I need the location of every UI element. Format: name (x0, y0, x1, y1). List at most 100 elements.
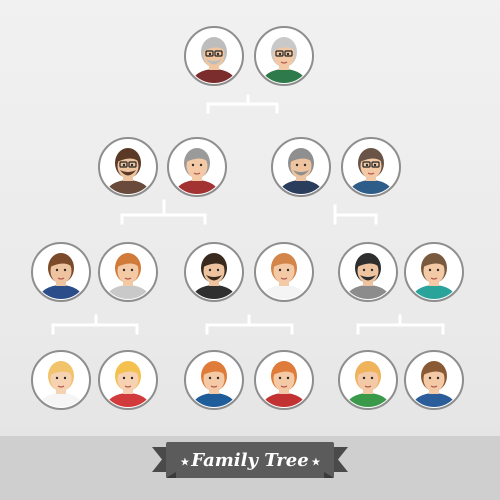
face (360, 153, 382, 179)
eye (216, 268, 220, 272)
connector-line (51, 314, 139, 335)
avatar-son-2 (184, 242, 244, 302)
portrait (262, 253, 306, 299)
eye (286, 376, 290, 380)
portrait (346, 361, 390, 407)
eye (286, 52, 290, 56)
shirt (412, 285, 456, 299)
shirt (279, 180, 323, 194)
eye (428, 268, 432, 272)
face (50, 258, 72, 284)
portrait (412, 361, 456, 407)
shirt (262, 393, 306, 407)
title-ribbon: ★ ★ Family Tree (152, 442, 348, 478)
hair-top (203, 254, 225, 267)
shirt (192, 393, 236, 407)
mouth (367, 172, 375, 175)
avatar-father (98, 137, 158, 197)
star-icon: ★ (180, 456, 190, 469)
eye (436, 376, 440, 380)
portrait (349, 148, 393, 194)
portrait (192, 253, 236, 299)
glasses-icon (275, 50, 284, 57)
hair-top (423, 254, 445, 267)
face (273, 42, 295, 68)
shirt (175, 180, 219, 194)
face (117, 366, 139, 392)
portrait (39, 253, 83, 299)
shirt (262, 285, 306, 299)
face (273, 366, 295, 392)
beard (206, 59, 222, 65)
glasses-icon (119, 161, 128, 168)
beard (120, 170, 136, 176)
beard (206, 275, 222, 281)
eye (199, 163, 203, 167)
eye (208, 52, 212, 56)
connector-lines (51, 94, 445, 335)
mouth (280, 385, 288, 388)
hair-top (357, 254, 379, 267)
ribbon-fold-left (166, 472, 176, 478)
connector-line (356, 314, 445, 335)
shirt (106, 180, 150, 194)
hair-top (273, 362, 295, 375)
eye (122, 376, 126, 380)
portrait (106, 361, 150, 407)
hair-top (357, 362, 379, 375)
eye (191, 163, 195, 167)
star-icon: ★ (311, 456, 321, 469)
avatar-grandmother (254, 26, 314, 86)
hair-top (203, 38, 225, 51)
hair-top (50, 254, 72, 267)
shirt (39, 285, 83, 299)
hair-top (273, 38, 295, 51)
hair-top (203, 362, 225, 375)
portrait (106, 148, 150, 194)
ribbon-title: Family Tree (190, 450, 308, 471)
avatar-teen-girl (184, 350, 244, 410)
hair-top (117, 149, 139, 162)
eye (370, 376, 374, 380)
eye (278, 52, 282, 56)
avatar-daughter-in-law-1 (98, 242, 158, 302)
eye (303, 163, 307, 167)
portrait (175, 148, 219, 194)
portrait (192, 361, 236, 407)
eye (216, 52, 220, 56)
avatar-daughter-in-law-3 (404, 242, 464, 302)
face (117, 258, 139, 284)
face (357, 366, 379, 392)
ribbon-fold-right (324, 472, 334, 478)
eye (130, 268, 134, 272)
hair-top (50, 362, 72, 375)
avatar-grandfather (184, 26, 244, 86)
mouth (124, 385, 132, 388)
mouth (210, 385, 218, 388)
eye (373, 163, 377, 167)
shirt (412, 393, 456, 407)
hair-top (290, 149, 312, 162)
hair-top (273, 254, 295, 267)
mouth (430, 385, 438, 388)
hair-top (423, 362, 445, 375)
shirt (192, 285, 236, 299)
avatar-girl (98, 350, 158, 410)
mouth (280, 61, 288, 64)
shirt (39, 393, 83, 407)
eye (428, 376, 432, 380)
mouth (364, 385, 372, 388)
mouth (430, 277, 438, 280)
eye (286, 268, 290, 272)
face (273, 258, 295, 284)
portrait (346, 253, 390, 299)
eye (55, 376, 59, 380)
connector-line (205, 314, 294, 335)
eye (208, 268, 212, 272)
portrait (412, 253, 456, 299)
portrait (106, 253, 150, 299)
face (423, 258, 445, 284)
glasses-icon (214, 50, 223, 57)
mouth (124, 277, 132, 280)
